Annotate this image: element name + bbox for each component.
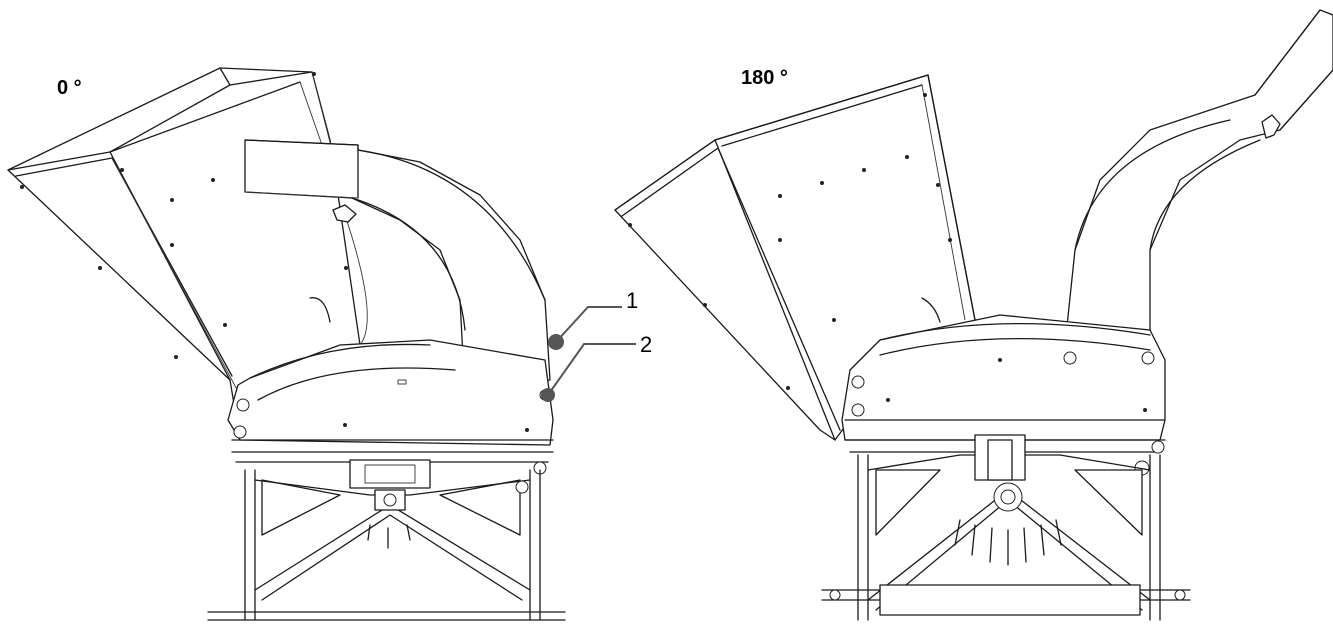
callout-marker-2 — [541, 388, 555, 402]
left-angle-label: 0 ° — [57, 77, 82, 99]
callout-marker-1 — [548, 334, 564, 350]
callout-number-1: 1 — [626, 288, 639, 313]
left-chipper-drawing — [7, 67, 636, 621]
left-housing — [227, 339, 554, 475]
callout-number-2: 2 — [640, 332, 653, 357]
right-angle-label: 180 ° — [741, 67, 788, 89]
left-discharge-chute — [244, 139, 551, 396]
callout-leader-2 — [541, 343, 636, 402]
right-discharge-chute — [1064, 9, 1333, 351]
callout-leader-1 — [548, 306, 622, 350]
right-chipper-drawing — [614, 9, 1333, 621]
left-frame — [207, 459, 566, 621]
right-frame — [821, 434, 1191, 621]
